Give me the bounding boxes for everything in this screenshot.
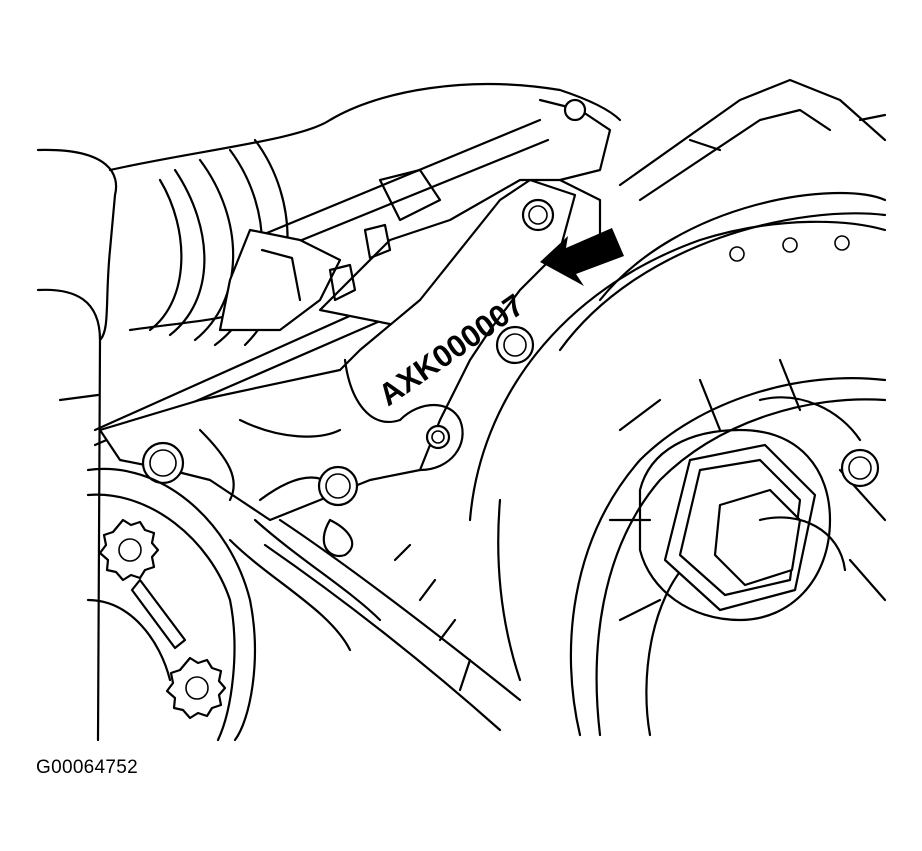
bolt-lower [317, 465, 359, 507]
splined-nut-lower [165, 656, 227, 720]
bracket-bolts [141, 198, 555, 507]
crank-bolt [638, 428, 880, 622]
arrow-pointing-left-icon [540, 228, 624, 286]
crankshaft-pulley [468, 191, 887, 737]
bolt-left [141, 441, 185, 485]
engine-block-outline [618, 78, 887, 202]
bolt-center [495, 325, 535, 365]
splined-nut-upper [98, 518, 160, 582]
bolt-upper [521, 198, 555, 232]
figure-id: G00064752 [36, 757, 139, 778]
bolt-small [425, 424, 451, 450]
idler-pulley [86, 467, 256, 742]
